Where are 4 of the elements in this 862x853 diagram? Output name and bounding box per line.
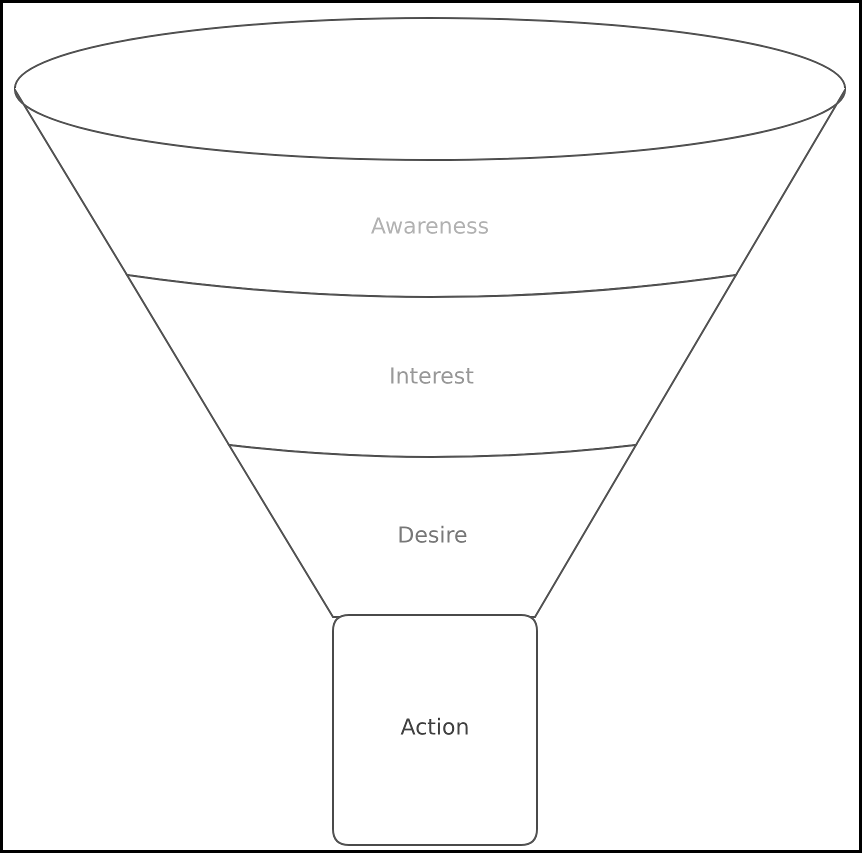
stage-label: Awareness xyxy=(370,214,490,240)
stage-label: Action xyxy=(400,716,470,740)
stage-label: Desire xyxy=(397,524,468,548)
stage-label: Interest xyxy=(389,364,474,390)
